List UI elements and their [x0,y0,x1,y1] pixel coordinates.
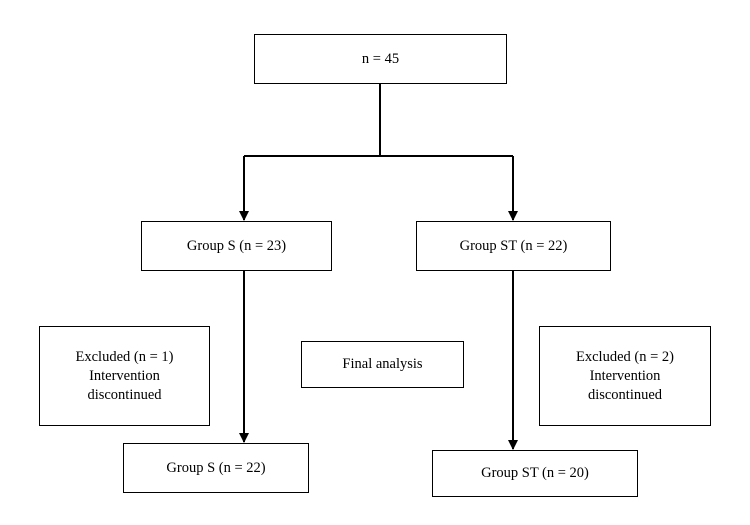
final-analysis-label: Final analysis [342,356,423,372]
group-st-label: Group ST (n = 22) [459,237,568,254]
excluded-s-reason-line1: Intervention [89,367,160,384]
excluded-st-box: Excluded (n = 2) Intervention discontinu… [539,326,711,426]
excluded-s-count: Excluded (n = 1) [75,348,174,365]
excluded-st-reason-line1: Intervention [589,367,661,384]
total-participants-label: n = 45 [361,50,400,67]
final-group-st-box: Group ST (n = 20) [432,450,638,497]
final-group-s-box: Group S (n = 22) [123,443,309,493]
excluded-s-box: Excluded (n = 1) Intervention discontinu… [39,326,210,426]
group-st-box: Group ST (n = 22) [416,221,611,271]
final-group-st-label: Group ST (n = 20) [481,465,589,481]
final-analysis-box: Final analysis [301,341,464,388]
excluded-s-reason-line2: discontinued [87,386,162,403]
excluded-st-reason-line2: discontinued [587,386,663,403]
excluded-st-count: Excluded (n = 2) [576,348,674,365]
total-participants-box: n = 45 [254,34,507,84]
group-s-label: Group S (n = 23) [186,237,287,254]
final-group-s-label: Group S (n = 22) [166,459,266,476]
group-s-box: Group S (n = 23) [141,221,332,271]
